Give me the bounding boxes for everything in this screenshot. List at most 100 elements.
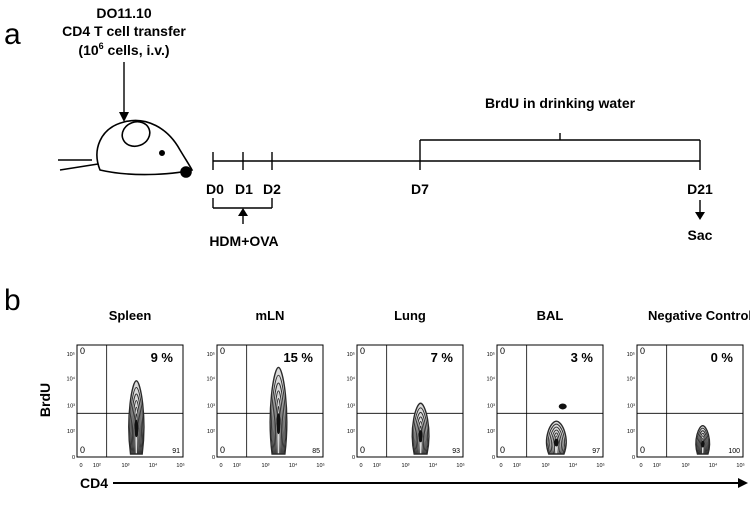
contour-ring: [130, 393, 142, 455]
x-tick-label: 10²: [513, 463, 521, 469]
contour-ring: [699, 435, 706, 455]
y-tick-label: 10²: [67, 429, 75, 435]
y-tick-label: 10⁵: [207, 351, 215, 358]
quadrant-lower-left: 0: [640, 445, 645, 455]
plot-title: Spleen: [109, 308, 152, 323]
y-tick-label: 10³: [347, 403, 355, 409]
plot-frame: [356, 344, 464, 458]
contour-ring: [700, 437, 705, 455]
x-tick-label: 10⁴: [149, 462, 158, 469]
cd4-arrow-head: [738, 478, 748, 488]
transfer-line-3: (106 cells, i.v.): [78, 41, 169, 58]
y-tick-label: 10⁴: [627, 376, 636, 383]
x-tick-label: 10⁵: [316, 462, 324, 469]
quadrant-lower-left: 0: [220, 445, 225, 455]
quadrant-upper-left: 0: [220, 346, 225, 356]
contour-ring: [552, 432, 561, 455]
y-tick-label: 10³: [207, 403, 215, 409]
timeline: [212, 152, 701, 170]
sac-arrow-head: [695, 212, 705, 220]
contour-ring: [275, 398, 282, 455]
panel-b-label: b: [4, 284, 21, 317]
contour-ring: [134, 413, 139, 455]
day-label-d2: D2: [263, 181, 281, 197]
y-tick-label: 10²: [627, 429, 635, 435]
contour-ring: [550, 429, 562, 455]
day-label-d1: D1: [235, 181, 253, 197]
contour-ring: [553, 435, 559, 455]
x-tick-label: 10³: [402, 463, 410, 469]
transfer-line-1: DO11.10: [96, 5, 151, 21]
x-tick-label: 10⁵: [456, 462, 464, 469]
day-label-d21: D21: [687, 181, 713, 197]
x-tick-label: 10²: [233, 463, 241, 469]
injection-arrow-head: [119, 112, 129, 122]
contour-ring: [696, 427, 709, 455]
x-tick-label: 10³: [542, 463, 550, 469]
plot-title: Negative Control: [648, 308, 750, 323]
y-tick-label: 0: [632, 455, 635, 461]
mouse-icon: [58, 119, 194, 178]
contour-population: [128, 380, 145, 455]
brdu-label: BrdU in drinking water: [485, 95, 636, 111]
quadrant-lower-right: 100: [728, 448, 740, 455]
x-tick-label: 0: [219, 463, 222, 469]
y-tick-label: 10²: [347, 429, 355, 435]
upper-right-percent: 3 %: [571, 350, 594, 365]
upper-right-percent: 7 %: [431, 350, 454, 365]
contour-ring: [418, 425, 423, 455]
y-tick-label: 10⁵: [627, 351, 635, 358]
treatment-label: HDM+OVA: [209, 233, 278, 249]
x-tick-label: 10²: [653, 463, 661, 469]
plot-frame: [636, 344, 744, 458]
contour-population: [695, 424, 711, 455]
x-tick-label: 10³: [682, 463, 690, 469]
y-tick-label: 10⁴: [487, 376, 496, 383]
day-label-d0: D0: [206, 181, 224, 197]
contour-ring: [273, 390, 284, 455]
contour-ring: [414, 411, 427, 455]
contour-ring: [276, 405, 281, 455]
upper-right-percent: 15 %: [283, 350, 313, 365]
y-tick-label: 10²: [487, 429, 495, 435]
contour-ring: [697, 430, 708, 455]
contour-ring: [417, 421, 425, 455]
quadrant-lower-right: 85: [312, 448, 320, 455]
x-tick-label: 10⁵: [736, 462, 744, 469]
event-cluster: [558, 403, 567, 410]
quadrant-upper-left: 0: [640, 346, 645, 356]
quadrant-upper-left: 0: [500, 346, 505, 356]
y-tick-label: 10⁴: [67, 376, 76, 383]
y-tick-label: 10³: [487, 403, 495, 409]
contour-ring: [129, 386, 144, 455]
brdu-bracket: [419, 133, 701, 152]
y-tick-label: 10³: [67, 403, 75, 409]
contour-ring: [547, 423, 566, 455]
y-tick-label: 10⁵: [67, 351, 75, 358]
contour-core: [418, 430, 423, 443]
transfer-line-2: CD4 T cell transfer: [62, 23, 186, 39]
y-tick-label: 0: [212, 455, 215, 461]
x-tick-label: 10⁵: [596, 462, 604, 469]
x-tick-label: 0: [639, 463, 642, 469]
x-tick-label: 10⁵: [176, 462, 184, 469]
quadrant-lower-right: 97: [592, 448, 600, 455]
contour-ring: [131, 400, 141, 455]
x-tick-label: 10⁴: [569, 462, 578, 469]
treatment-arrow-head: [238, 208, 248, 216]
x-tick-label: 10²: [373, 463, 381, 469]
endpoint-label: Sac: [688, 227, 713, 243]
contour-population: [269, 366, 288, 455]
contour-ring: [415, 416, 426, 455]
x-axis-label: CD4: [80, 475, 108, 491]
contour-ring: [549, 426, 564, 455]
x-tick-label: 0: [499, 463, 502, 469]
plot-title: mLN: [256, 308, 285, 323]
y-tick-label: 0: [352, 455, 355, 461]
y-tick-label: 10⁴: [347, 376, 356, 383]
x-tick-label: 10⁴: [429, 462, 438, 469]
